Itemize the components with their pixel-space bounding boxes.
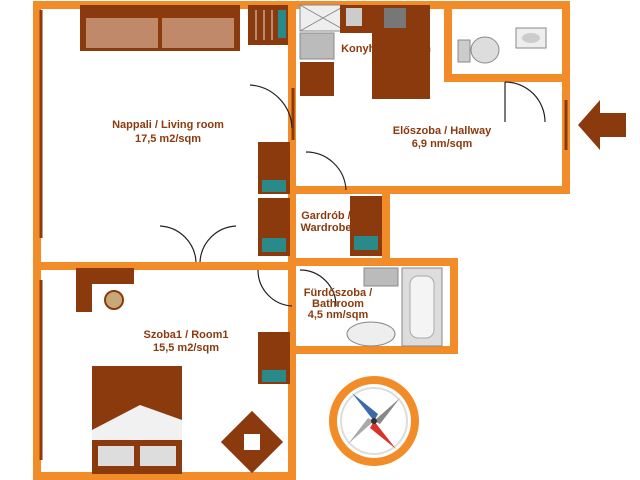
- bathroom-fixtures: [346, 267, 443, 347]
- closet-wardrobe: [350, 196, 382, 256]
- room1-area: 15,5 m2/sqm: [153, 342, 219, 354]
- toilet: [457, 27, 547, 64]
- hallway-name: Előszoba / Hallway: [393, 125, 492, 137]
- compass-icon: [329, 376, 419, 466]
- closet-room1: [258, 332, 290, 384]
- wall-details: [39, 10, 568, 460]
- bathroom-name-line2: Bathroom: [312, 298, 364, 310]
- room1-name: Szoba1 / Room1: [144, 329, 229, 341]
- sofa: [80, 5, 240, 51]
- hallway-area: 6,9 nm/sqm: [412, 138, 473, 150]
- bathroom-name-line1: Fürdőszoba /: [304, 287, 372, 299]
- living-room-area: 17,5 m2/sqm: [135, 133, 201, 145]
- bathroom-area: 4,5 nm/sqm: [308, 309, 369, 321]
- kitchen-name: Konyha / Kitchen: [341, 43, 431, 55]
- desk: [76, 268, 134, 312]
- wardrobe-name-line1: Gardrób /: [301, 210, 351, 222]
- living-room-name: Nappali / Living room: [112, 119, 224, 131]
- bed: [92, 366, 182, 474]
- entrance-arrow-icon: [578, 100, 626, 150]
- tv-cabinet: [248, 5, 288, 45]
- chair-table: [220, 410, 284, 474]
- wardrobe-name-line2: Wardrobe: [301, 222, 352, 234]
- doors: [159, 81, 546, 307]
- kitchen-counter: [299, 4, 430, 99]
- closet-living: [258, 142, 290, 256]
